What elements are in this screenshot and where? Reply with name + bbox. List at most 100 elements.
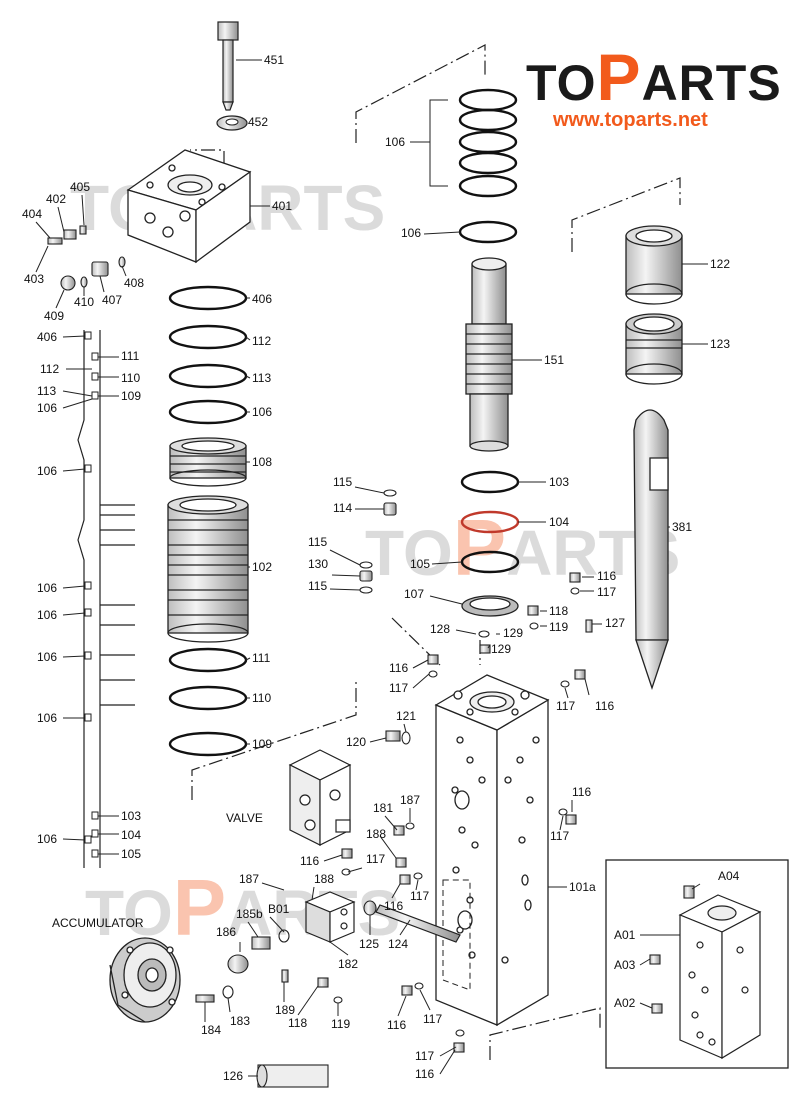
callout-103: 103: [549, 475, 569, 489]
part-381-chisel: [633, 409, 669, 691]
callout-185b: 185b: [236, 907, 263, 921]
leader-line: [431, 561, 463, 565]
leader-line: [419, 989, 431, 1011]
leader-line: [412, 659, 429, 669]
part-182-block: [304, 891, 356, 943]
leader-line: [329, 941, 349, 956]
callout-a02: A02: [614, 996, 636, 1010]
callout-109: 109: [252, 737, 272, 751]
leader-line: [99, 275, 105, 293]
callout-381: 381: [672, 520, 692, 534]
leader-line: [227, 997, 231, 1013]
leader-line: [311, 886, 315, 901]
leader-line: [584, 678, 590, 696]
leader-line: [391, 883, 401, 899]
callout-104: 104: [121, 828, 141, 842]
watermark-2: TOPARTS: [365, 503, 680, 592]
leader-line: [384, 815, 398, 831]
callout-117: 117: [550, 829, 569, 843]
leader-line: [347, 867, 363, 873]
callout-128: 128: [430, 622, 450, 636]
leader-line: [62, 398, 93, 409]
callout-105: 105: [410, 557, 430, 571]
callout-117: 117: [389, 681, 408, 695]
inset-body: [678, 894, 762, 1060]
accumulator: [109, 937, 181, 1023]
callout-leader-lines: [35, 59, 708, 1077]
callout-113: 113: [37, 384, 56, 398]
callout-104: 104: [549, 515, 569, 529]
callout-188: 188: [314, 872, 334, 886]
part-122-front-head: [625, 225, 683, 305]
leader-line: [247, 921, 259, 938]
callout-189: 189: [275, 1003, 295, 1017]
leader-line: [415, 879, 419, 891]
callout-119: 119: [549, 620, 568, 634]
leader-line: [403, 723, 407, 733]
leader-line: [564, 687, 569, 699]
callout-129: 129: [503, 626, 523, 640]
part-151-piston: [465, 257, 513, 452]
callout-108: 108: [252, 455, 272, 469]
part-107-bushing: [461, 595, 519, 617]
callout-106: 106: [37, 608, 57, 622]
ring-bracket: [418, 99, 448, 187]
leader-line: [245, 336, 251, 341]
callout-184: 184: [201, 1023, 221, 1037]
leader-line: [35, 221, 51, 239]
callout-117: 117: [415, 1049, 434, 1063]
part-451-bolt: [217, 21, 239, 111]
leader-line: [423, 231, 461, 235]
leader-line: [62, 390, 93, 397]
leader-line: [245, 657, 251, 661]
brand-logo: TOPARTS www.toparts.net: [526, 40, 781, 131]
leader-line: [81, 194, 85, 226]
leader-line: [439, 1049, 456, 1075]
part-108-seal-retainer: [169, 437, 247, 487]
callout-408: 408: [124, 276, 144, 290]
leader-line: [121, 265, 127, 277]
callout-111: 111: [252, 651, 271, 665]
leader-line: [412, 673, 430, 689]
callout-119: 119: [331, 1017, 350, 1031]
part-102-cylinder: [167, 495, 249, 643]
callout-406: 406: [37, 330, 57, 344]
callout-115: 115: [308, 579, 327, 593]
caption-accumulator: ACCUMULATOR: [52, 916, 144, 930]
callout-116: 116: [415, 1067, 434, 1081]
callout-118: 118: [288, 1016, 307, 1030]
leader-line: [354, 486, 385, 494]
leader-line: [639, 1002, 653, 1009]
part-101a-main-body: [434, 674, 550, 1027]
leader-line: [62, 468, 86, 472]
callout-106: 106: [252, 405, 272, 419]
callout-117: 117: [423, 1012, 442, 1026]
leader-line: [261, 882, 285, 891]
callout-116: 116: [300, 854, 319, 868]
callout-181: 181: [373, 801, 393, 815]
callout-107: 107: [404, 587, 424, 601]
brand-url: www.toparts.net: [552, 109, 708, 131]
leader-line: [55, 289, 65, 309]
callout-105: 105: [121, 847, 141, 861]
leader-line: [35, 245, 49, 273]
callout-116: 116: [387, 1018, 406, 1032]
callout-409: 409: [44, 309, 64, 323]
valve-assembly: [288, 749, 352, 846]
callout-106: 106: [385, 135, 405, 149]
part-452-washer-hole: [225, 118, 239, 126]
callout-116: 116: [597, 569, 616, 583]
callout-410: 410: [74, 295, 94, 309]
callout-109: 109: [121, 389, 141, 403]
leader-line: [245, 375, 251, 379]
leader-line: [379, 835, 397, 859]
leader-line: [62, 612, 86, 616]
callout-110: 110: [121, 371, 140, 385]
leader-line: [323, 854, 343, 862]
callout-102: 102: [252, 560, 272, 574]
leader-line: [439, 1046, 457, 1057]
callout-106: 106: [401, 226, 421, 240]
callout-124: 124: [388, 937, 408, 951]
callout-121: 121: [396, 709, 416, 723]
body-fittings: [281, 572, 593, 1053]
